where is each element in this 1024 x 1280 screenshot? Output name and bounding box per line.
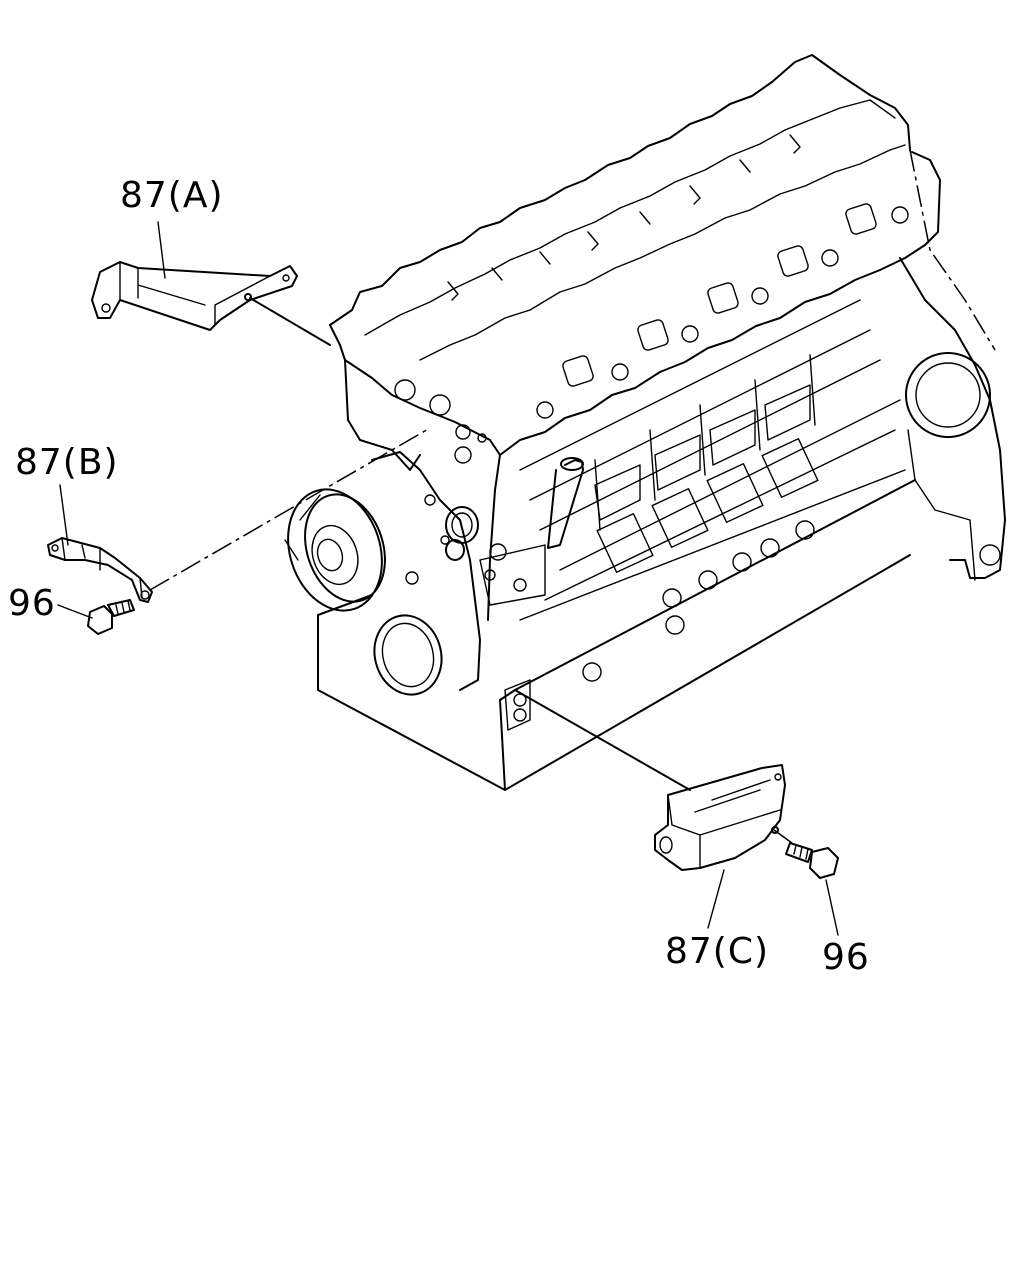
- bolt-96-right: [785, 842, 839, 879]
- bolt-96-left: [87, 599, 135, 635]
- bracket-87b: [47, 537, 153, 603]
- bracket-87a: [91, 261, 298, 331]
- callout-87b: 87(B): [15, 442, 119, 483]
- callout-87c: 87(C): [665, 931, 770, 972]
- engine-block: [284, 54, 1006, 791]
- callout-96-left: 96: [8, 583, 56, 624]
- assembly-lines: [57, 221, 839, 936]
- callout-96-right: 96: [822, 937, 870, 978]
- callout-87a: 87(A): [120, 175, 224, 216]
- bracket-87c: [654, 764, 786, 871]
